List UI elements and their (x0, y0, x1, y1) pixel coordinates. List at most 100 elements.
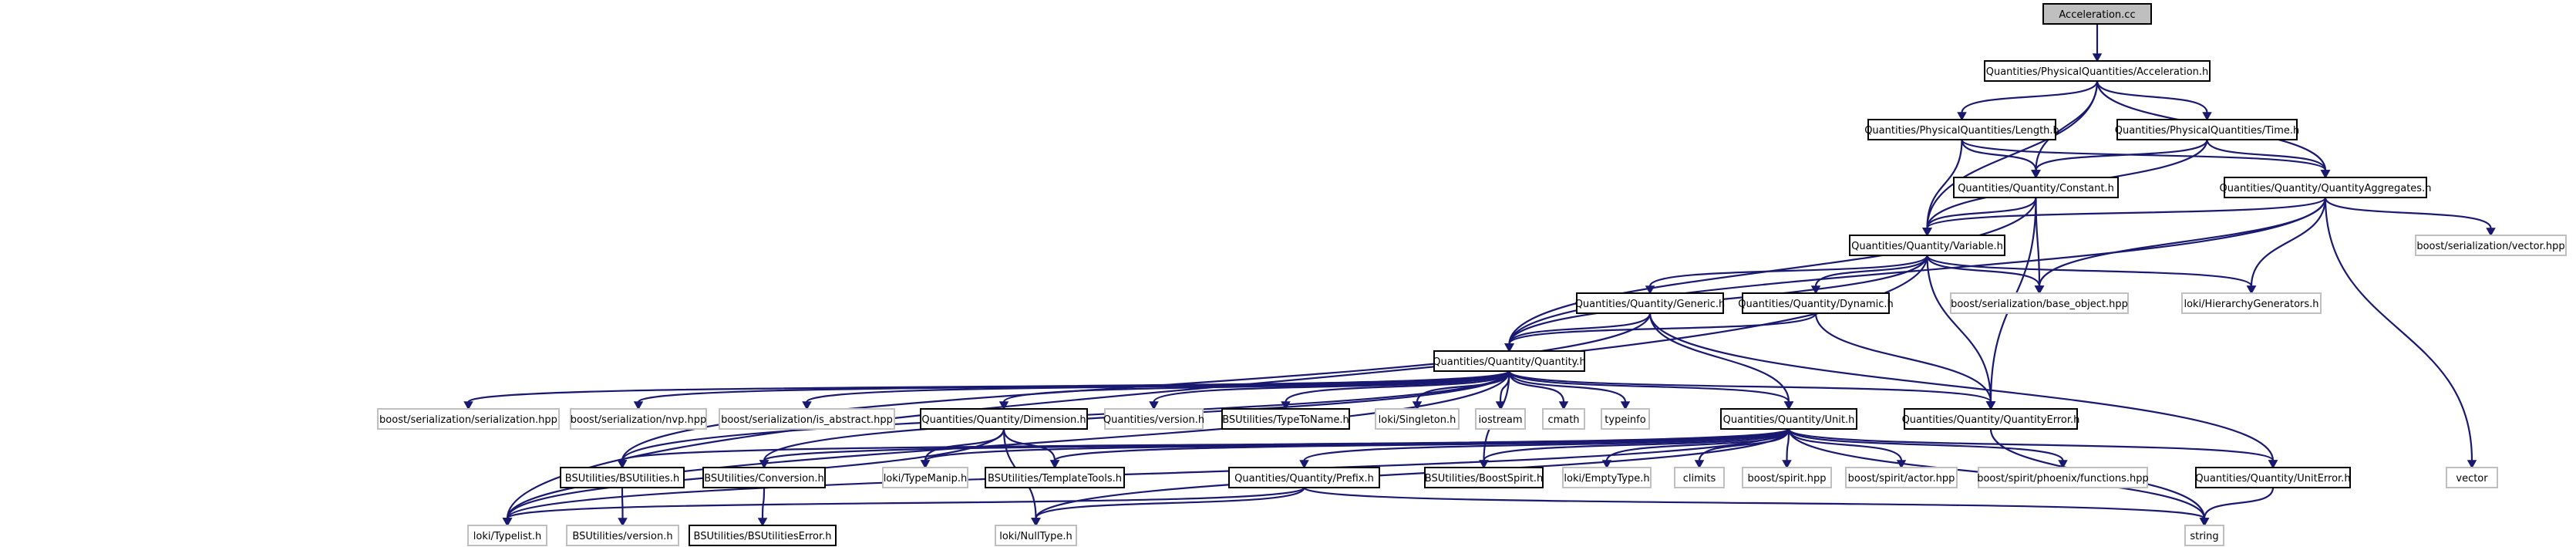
edge-line (1787, 428, 1903, 461)
edge-line (2206, 139, 2327, 171)
edge-dynamic_h-to-quantity_h (1504, 312, 1817, 353)
node-ser-nvp: boost/serialization/nvp.hpp (570, 408, 707, 430)
node-label: iostream (1478, 414, 1522, 426)
node-label: BSUtilities/BoostSpirit.h (1425, 473, 1544, 485)
node-unit-h[interactable]: Quantities/Quantity/Unit.h (1720, 408, 1857, 430)
node-uniterror-h[interactable]: Quantities/Quantity/UnitError.h (2195, 467, 2351, 488)
node-bsutil-h[interactable]: BSUtilities/BSUtilities.h (560, 467, 685, 488)
node-acc-h[interactable]: Quantities/PhysicalQuantities/Accelerati… (1984, 60, 2211, 82)
node-box (2195, 467, 2351, 488)
node-box (1375, 408, 1460, 430)
node-box (566, 525, 679, 546)
edge-arrowhead (1694, 460, 1705, 469)
edge-arrowhead (2467, 460, 2477, 469)
node-label: loki/EmptyType.h (1564, 473, 1649, 485)
node-dimension-h[interactable]: Quantities/Quantity/Dimension.h (920, 408, 1088, 430)
node-time-h[interactable]: Quantities/PhysicalQuantities/Time.h (2115, 119, 2300, 140)
edge-arrowhead (1031, 518, 1041, 527)
edge-line (1648, 255, 1928, 287)
edge-layer (463, 24, 2496, 527)
edge-quantity_h-to-dimension_h (998, 370, 1510, 410)
node-dynamic-h[interactable]: Quantities/Quantity/Dynamic.h (1738, 292, 1894, 314)
edge-line (1508, 197, 2327, 345)
edge-qagg_h-to-ser_vector (2324, 197, 2496, 237)
edge-line (1153, 370, 1510, 403)
node-label: vector (2456, 473, 2488, 485)
node-typetoname[interactable]: BSUtilities/TypeToName.h (1221, 408, 1350, 430)
edge-arrowhead (2199, 518, 2210, 527)
node-box (1984, 60, 2211, 82)
node-prefix-h[interactable]: Quantities/Quantity/Prefix.h (1228, 467, 1380, 488)
node-qagg-h[interactable]: Quantities/Quantity/QuantityAggregates.h (2220, 177, 2432, 198)
edge-arrowhead (618, 518, 628, 527)
node-box (702, 467, 826, 488)
node-box (1950, 292, 2129, 314)
edge-acc_cc-to-acc_h (2092, 24, 2103, 62)
node-string: string (2184, 525, 2224, 546)
node-templatetools[interactable]: BSUtilities/TemplateTools.h (985, 467, 1125, 488)
node-qerror-h[interactable]: Quantities/Quantity/QuantityError.h (1902, 408, 2080, 430)
node-typeinfo: typeinfo (1601, 408, 1650, 430)
node-box (2224, 177, 2427, 198)
edge-line (506, 370, 1510, 519)
edge-arrowhead (2268, 460, 2278, 469)
node-variable-h[interactable]: Quantities/Quantity/Variable.h (1849, 235, 2005, 256)
node-box (467, 525, 547, 546)
edge-line (1926, 255, 2253, 287)
node-box (1674, 467, 1725, 488)
edge-line (1926, 197, 2037, 229)
node-ser-vector: boost/serialization/vector.hpp (2415, 235, 2567, 256)
edge-line (1648, 312, 2275, 461)
edge-arrowhead (463, 401, 473, 410)
edge-line (1786, 428, 1790, 461)
node-box (560, 467, 685, 488)
edge-line (1508, 370, 1790, 403)
edge-qagg_h-to-variable_h (1922, 197, 2327, 237)
edge-arrowhead (1558, 401, 1569, 410)
edge-arrowhead (1620, 401, 1631, 410)
edge-arrowhead (617, 460, 628, 469)
edge-line (761, 487, 766, 519)
node-cmath: cmath (1542, 408, 1585, 430)
node-label: BSUtilities/TypeToName.h (1222, 414, 1349, 426)
node-label: climits (1683, 473, 1716, 485)
node-vector: vector (2446, 467, 2498, 488)
node-boostspirit-h[interactable]: BSUtilities/BoostSpirit.h (1424, 467, 1544, 488)
edge-line (621, 427, 1790, 462)
edge-line (1961, 139, 2327, 171)
edge-variable_h-to-generic_h (1645, 255, 1928, 295)
node-spirit-actor: boost/spirit/actor.hpp (1845, 467, 1958, 488)
node-label: Quantities/Quantity/Quantity.h (1433, 356, 1586, 368)
node-box (1475, 408, 1526, 430)
node-label: BSUtilities/BSUtilities.h (565, 473, 680, 485)
node-box (719, 408, 895, 430)
edge-arrowhead (1985, 401, 1996, 410)
edge-arrowhead (1504, 343, 1514, 353)
node-quantity-h[interactable]: Quantities/Quantity/Quantity.h (1433, 350, 1586, 372)
node-generic-h[interactable]: Quantities/Quantity/Generic.h (1575, 292, 1726, 314)
edge-variable_h-to-ser_base (1926, 255, 2045, 295)
node-conversion-h[interactable]: BSUtilities/Conversion.h (702, 467, 826, 488)
node-label: Quantities/version.h (1103, 414, 1204, 426)
edge-unit_h-to-bsutil_h (617, 427, 1790, 469)
edge-arrowhead (1957, 112, 1967, 121)
node-box (1221, 408, 1350, 430)
node-typelist: loki/Typelist.h (467, 525, 547, 546)
node-box (570, 408, 707, 430)
edge-arrowhead (759, 460, 769, 469)
edge-line (2038, 197, 2327, 287)
node-box (1424, 467, 1544, 488)
node-bserror-h[interactable]: BSUtilities/BSUtilitiesError.h (689, 525, 837, 546)
node-length-h[interactable]: Quantities/PhysicalQuantities/Length.h (1864, 119, 2059, 140)
node-label: loki/HierarchyGenerators.h (2184, 299, 2318, 310)
node-label: BSUtilities/BSUtilitiesError.h (694, 531, 832, 542)
edge-conversion_h-to-bserror_h (757, 487, 768, 527)
edge-unit_h-to-phoenix_fn (1787, 428, 2068, 469)
node-box (1601, 408, 1650, 430)
edge-line (2324, 197, 2473, 461)
edge-line (506, 486, 1305, 520)
edge-variable_h-to-qerror_h (1926, 255, 1996, 410)
edge-prefix_h-to-string (1303, 486, 2210, 527)
node-constant-h[interactable]: Quantities/Quantity/Constant.h (1953, 177, 2119, 198)
node-box (1849, 235, 2005, 256)
